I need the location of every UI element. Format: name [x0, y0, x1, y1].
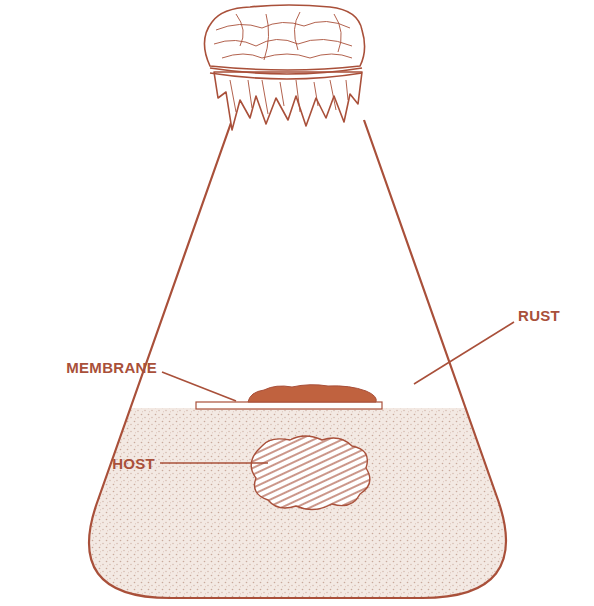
flask-outline — [89, 120, 506, 598]
part-label: RUST — [518, 308, 560, 323]
part-label: MEMBRANE — [66, 360, 157, 375]
rust-colony — [248, 385, 376, 402]
cover-cloth — [214, 72, 362, 130]
medium — [0, 408, 594, 606]
cover-top — [204, 5, 364, 70]
string — [210, 68, 362, 79]
cover-wrinkles — [214, 12, 352, 60]
leader-line — [162, 372, 236, 401]
leader-line — [414, 322, 514, 384]
host-tissue — [251, 436, 370, 510]
membrane — [196, 402, 382, 409]
leader-line — [160, 462, 268, 464]
part-label: HOST — [112, 456, 155, 471]
cloth-folds — [230, 80, 348, 114]
